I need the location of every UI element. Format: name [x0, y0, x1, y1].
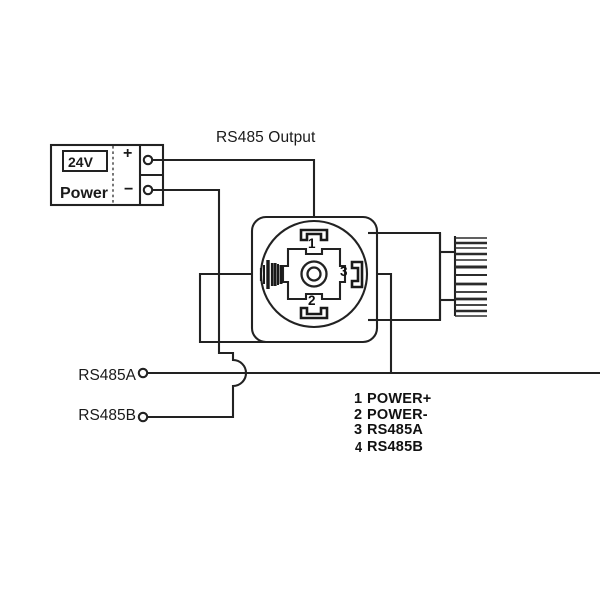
rs485b-terminal-node — [137, 411, 149, 423]
wire-power-negative-to-rs485b — [146, 188, 248, 419]
legend-pin-number: 2 — [354, 406, 363, 423]
legend-pin-name: RS485A — [367, 422, 424, 438]
legend-pin-name: POWER- — [367, 406, 428, 423]
legend-pin-number: 1 — [354, 391, 363, 407]
cable-ribbed-end — [455, 237, 487, 317]
legend-pin-name: RS485B — [367, 438, 424, 455]
rs485a-terminal-node — [137, 367, 149, 379]
pin1-number-label: 1 — [308, 236, 316, 251]
connector-center-ring — [300, 260, 328, 288]
power-supply-box — [49, 143, 165, 207]
pin2-contact — [299, 306, 329, 320]
legend-pin-number: 3 — [354, 422, 363, 438]
pin1-contact — [299, 228, 329, 242]
connector-center-key — [281, 247, 347, 301]
power-supply-label: Power — [60, 185, 109, 202]
rs485-output-label: RS485 Output — [216, 129, 316, 146]
cable-body — [377, 231, 442, 322]
positive-terminal-label: + — [123, 145, 133, 162]
pin3-contact — [350, 260, 364, 289]
pin3-number-label: 3 — [340, 264, 348, 279]
positive-terminal-node — [142, 154, 154, 166]
legend-pin-number: 4 — [354, 438, 363, 456]
wire-power-positive-to-pin1 — [151, 158, 316, 234]
negative-terminal-label: − — [124, 181, 134, 198]
voltage-label: 24V — [68, 154, 93, 170]
rs485a-label: RS485A — [78, 367, 136, 384]
cable-strain-relief — [440, 236, 457, 316]
voltage-label-frame — [62, 150, 108, 172]
negative-terminal-node — [142, 184, 154, 196]
cable-connector-stubs — [368, 231, 377, 322]
legend-pin-name: POWER+ — [367, 391, 432, 407]
rs485b-label: RS485B — [78, 407, 136, 424]
pin2-number-label: 2 — [308, 293, 316, 308]
pin4-contact — [259, 260, 283, 289]
